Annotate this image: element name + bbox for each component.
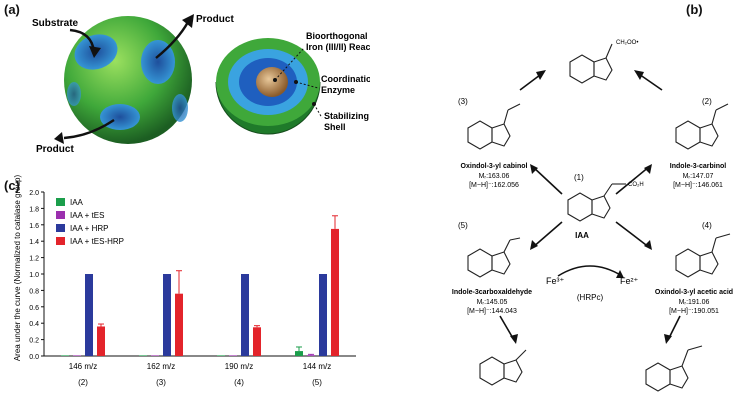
bar bbox=[319, 274, 327, 356]
y-tick-label: 1.2 bbox=[29, 256, 39, 263]
x-tick-label: 162 m/z bbox=[147, 362, 175, 371]
legend-swatch bbox=[56, 211, 65, 219]
y-axis-label: Area under the curve (Normalized to cata… bbox=[13, 175, 22, 362]
y-tick-label: 0.2 bbox=[29, 338, 39, 345]
fe2-label: Fe²⁺ bbox=[620, 276, 639, 286]
category-id-label: (3) bbox=[156, 378, 166, 387]
bar bbox=[163, 274, 171, 356]
c5-name: Indole-3carboxaldehyde bbox=[452, 289, 532, 296]
c4-mr: Mᵣ:191.06 bbox=[679, 299, 710, 306]
legend-label: IAA + tES-HRP bbox=[70, 237, 124, 246]
c1-name: IAA bbox=[575, 231, 589, 240]
chart-legend: IAA IAA + tES IAA + HRP IAA + tES-HRP bbox=[56, 198, 124, 246]
c1-number: (1) bbox=[574, 173, 584, 182]
arrowheads bbox=[510, 70, 672, 344]
bar bbox=[97, 326, 105, 356]
shell-sphere bbox=[64, 16, 192, 144]
nanoreactor-illustration: Substrate Product Product Bioorthogonal … bbox=[32, 14, 418, 155]
category-id-label: (4) bbox=[234, 378, 244, 387]
bar bbox=[241, 274, 249, 356]
c4-name: Oxindol-3-yl acetic acid bbox=[655, 289, 733, 296]
c2-mh: [M−H]⁻:146.061 bbox=[673, 182, 723, 189]
panel-b: (b) bbox=[440, 0, 740, 412]
legend-swatch bbox=[56, 198, 65, 206]
bar bbox=[331, 228, 339, 356]
bar bbox=[229, 355, 237, 356]
c1-substituent: CO₂H bbox=[628, 182, 644, 188]
c5-mh: [M−H]⁻:144.043 bbox=[467, 308, 517, 315]
y-tick-label: 1.0 bbox=[29, 272, 39, 279]
x-tick-label: 146 m/z bbox=[69, 362, 97, 371]
label-enzyme: Enzyme bbox=[321, 85, 355, 95]
y-tick-label: 1.6 bbox=[29, 223, 39, 230]
c5-mr: Mᵣ:145.05 bbox=[477, 299, 508, 306]
y-tick-label: 1.4 bbox=[29, 239, 39, 246]
bar bbox=[307, 355, 315, 356]
y-tick-label: 2.0 bbox=[29, 190, 39, 197]
chart-axes: 0.0 0.2 0.4 0.6 0.8 1.0 1.2 1.4 1.6 1.8 2.0 146 m/z… bbox=[29, 190, 356, 387]
panel-a: (a) bbox=[0, 0, 418, 170]
panel-b-letter: (b) bbox=[686, 2, 703, 17]
reaction-scheme: CH₂OO• (3) Oxindol-3-yl cabinol Mᵣ:163.0… bbox=[452, 40, 733, 392]
x-tick-label: 190 m/z bbox=[225, 362, 253, 371]
panel-a-letter: (a) bbox=[4, 2, 20, 17]
fe3-label: Fe³⁺ bbox=[546, 276, 565, 286]
chart-bars bbox=[61, 215, 339, 356]
label-coordination: Coordination bbox=[321, 74, 370, 84]
y-tick-label: 1.8 bbox=[29, 206, 39, 213]
cutaway-sphere bbox=[215, 38, 321, 135]
c2-mr: Mᵣ:147.07 bbox=[683, 173, 714, 180]
bar bbox=[85, 274, 93, 356]
label-product-top: Product bbox=[196, 14, 234, 25]
bar bbox=[139, 355, 147, 356]
c3-mh: [M−H]⁻:162.056 bbox=[469, 182, 519, 189]
bar-chart: 0.0 0.2 0.4 0.6 0.8 1.0 1.2 1.4 1.6 1.8 2.0 146 m/z… bbox=[13, 175, 356, 387]
label-stabilizing: Stabilizing bbox=[324, 111, 369, 121]
legend-label: IAA + HRP bbox=[70, 224, 108, 233]
y-tick-label: 0.4 bbox=[29, 321, 39, 328]
leader-lines bbox=[274, 47, 323, 119]
bar bbox=[295, 351, 303, 356]
c4-mh: [M−H]⁻:190.051 bbox=[669, 308, 719, 315]
c3-number: (3) bbox=[458, 97, 468, 106]
legend-swatch bbox=[56, 237, 65, 245]
legend-label: IAA bbox=[70, 198, 84, 207]
c2-name: Indole-3-carbinol bbox=[670, 163, 726, 170]
top-radical-substituent: CH₂OO• bbox=[616, 40, 638, 46]
hrpc-label: (HRPc) bbox=[577, 293, 604, 302]
bar bbox=[253, 327, 261, 356]
bar bbox=[151, 355, 159, 356]
c2-number: (2) bbox=[702, 97, 712, 106]
y-tick-label: 0.0 bbox=[29, 354, 39, 361]
label-bioorthogonal: Bioorthogonal bbox=[306, 31, 368, 41]
category-id-label: (5) bbox=[312, 378, 322, 387]
y-tick-label: 0.6 bbox=[29, 305, 39, 312]
x-tick-label: 144 m/z bbox=[303, 362, 331, 371]
y-tick-label: 0.8 bbox=[29, 288, 39, 295]
label-shell: Shell bbox=[324, 122, 346, 132]
category-id-label: (2) bbox=[78, 378, 88, 387]
label-product-bottom: Product bbox=[36, 144, 74, 155]
label-iron-centre: Iron (III/II) Reaction Centre bbox=[306, 42, 370, 52]
bar bbox=[61, 355, 69, 356]
bar bbox=[175, 293, 183, 356]
panel-c-letter: (c) bbox=[4, 178, 20, 193]
label-substrate: Substrate bbox=[32, 18, 79, 29]
c3-mr: Mᵣ:163.06 bbox=[479, 173, 510, 180]
legend-label: IAA + tES bbox=[70, 211, 104, 220]
structures bbox=[467, 43, 731, 392]
bar bbox=[217, 355, 225, 356]
c3-name: Oxindol-3-yl cabinol bbox=[461, 163, 528, 170]
bar bbox=[73, 355, 81, 356]
reaction-arrows bbox=[499, 71, 681, 341]
c5-number: (5) bbox=[458, 221, 468, 230]
legend-swatch bbox=[56, 224, 65, 232]
panel-c: (c) 0.0 0.2 0.4 0.6 0.8 1.0 1.2 1.4 1.6 1.8 2.0 146… bbox=[0, 170, 370, 412]
c4-number: (4) bbox=[702, 221, 712, 230]
